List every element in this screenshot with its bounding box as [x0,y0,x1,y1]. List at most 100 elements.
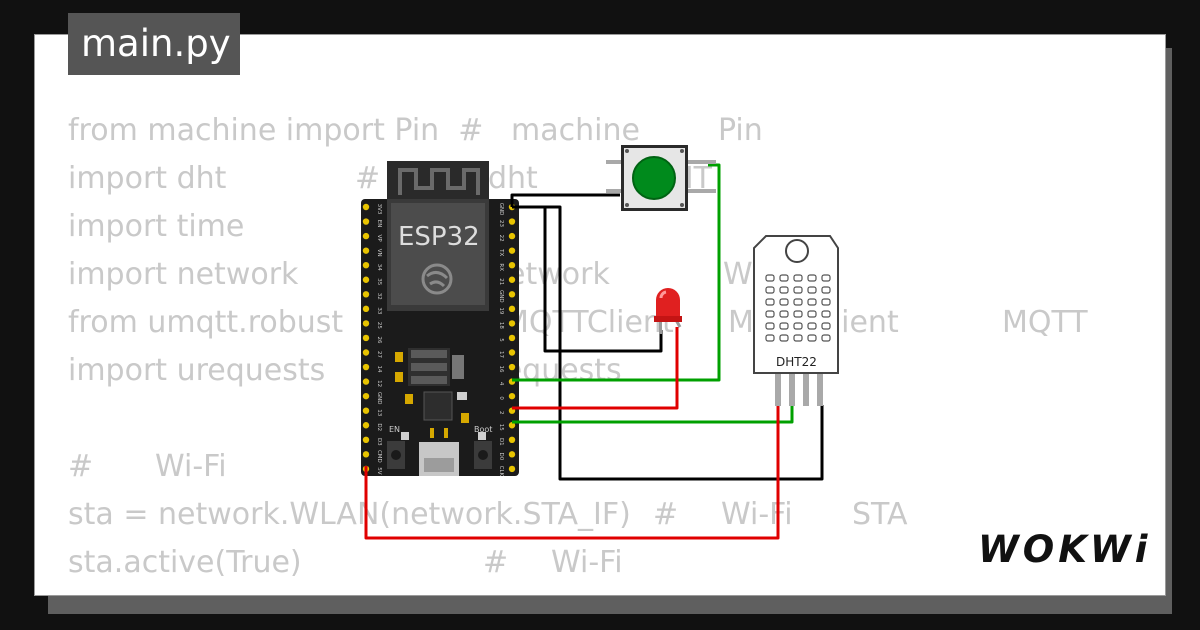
pin-21[interactable] [508,276,516,283]
code-token: "Wokwi-GUEST", "") [243,587,539,595]
en-label: EN [389,425,400,434]
wire-green-button [512,163,721,382]
vent-slot [793,274,803,282]
chip-label: ESP32 [398,222,480,252]
pin-14[interactable] [362,363,370,371]
code-token: import dht [68,161,227,196]
vent-slot [807,322,817,330]
pin-TX[interactable] [508,247,516,254]
red-led-icon[interactable] [654,288,682,334]
pin-label: 14 [376,366,382,373]
vent-slot [765,298,775,306]
vent-slot [807,286,817,294]
pin-23[interactable] [508,218,516,225]
pin-25[interactable] [362,320,370,327]
pin-label: CLK [498,466,504,477]
pin-label: VN [376,249,382,257]
wire-red-5v [364,405,780,540]
pin-VN[interactable] [362,247,370,254]
preview-card: from machine import Pin # machine Pin im… [34,34,1166,596]
vent-slot [793,322,803,330]
esp32-module [391,203,485,305]
code-token: STA [852,497,908,532]
pin-0[interactable] [508,392,516,400]
dht22-sensor-icon[interactable]: DHT22 [753,235,839,406]
vent-slot [779,310,789,318]
pin-label: 23 [498,220,504,227]
pin-label: TX [498,248,504,256]
pin-label: 25 [376,322,382,329]
pin-GND[interactable] [508,291,516,298]
pin-D0[interactable] [508,451,516,458]
pin-5[interactable] [508,334,516,342]
pin-label: 17 [498,351,504,358]
pin-15[interactable] [508,422,516,429]
pin-label: 16 [498,366,504,373]
vent-slot [793,310,803,318]
wokwi-logo[interactable]: WOKWi [978,528,1152,571]
code-token: # [483,545,509,580]
pin-3V3[interactable] [362,203,370,211]
pin-label: 21 [498,278,504,285]
pin-12[interactable] [362,378,370,385]
pin-VP[interactable] [362,232,370,240]
pin-D1[interactable] [508,436,516,443]
pin-label: 0 [498,396,504,400]
vent-slot [821,298,831,306]
pin-35[interactable] [362,276,370,283]
pin-label: D2 [376,423,382,431]
code-token: sta = network.WLAN(network.STA_IF) [68,497,631,532]
pin-label: 18 [498,322,504,329]
pin-27[interactable] [362,349,370,356]
pin-label: 5 [498,338,504,342]
code-token: Pin [718,113,763,148]
espressif-logo-icon [421,263,453,295]
code-token: Wi-Fi [721,497,793,532]
pin-34[interactable] [362,262,370,269]
pin-D2[interactable] [362,422,370,429]
right-pin-header [508,203,516,473]
code-line-9: sta = network.WLAN(network.STA_IF) # Wi-… [68,491,908,539]
pin-26[interactable] [362,334,370,342]
pin-label: 3V3 [376,204,382,215]
code-line-11: "Wokwi-GUEST", "") # Wi-Fi Wi-Fi SSID [68,587,1112,595]
wire-black-button [510,193,620,207]
pin-18[interactable] [508,320,516,327]
code-token: Wi-Fi [155,449,227,484]
code-line-10: sta.active(True) # Wi-Fi [68,539,623,587]
pin-label: RX [498,263,504,271]
code-line-1: from machine import Pin # machine Pin [68,107,763,155]
vent-slot [765,274,775,282]
pin-32[interactable] [362,291,370,298]
pin-CMD[interactable] [362,451,370,458]
pin-label: D3 [376,438,382,446]
pushbutton-icon[interactable] [606,145,716,211]
wire-red-led [512,327,679,410]
pin-label: 33 [376,307,382,314]
left-pin-labels: 3V3ENVPVN343532332526271412GND13D2D3CMD5… [376,204,382,475]
pin-13[interactable] [362,407,370,414]
pin-EN[interactable] [362,218,370,225]
pin-16[interactable] [508,363,516,371]
pin-label: 26 [376,336,382,343]
pin-33[interactable] [362,305,370,313]
pin-RX[interactable] [508,262,516,269]
vent-slot [765,322,775,330]
vent-slot [821,286,831,294]
esp32-antenna-icon [387,161,489,201]
pin-CLK[interactable] [508,465,516,473]
pin-label: 2 [498,411,504,415]
pin-label: 19 [498,307,504,314]
pin-GND[interactable] [362,392,370,400]
code-line-8: # Wi-Fi [68,443,227,491]
pin-17[interactable] [508,349,516,356]
pin-label: 4 [498,382,504,386]
pin-19[interactable] [508,305,516,313]
pin-D3[interactable] [362,436,370,443]
file-tab[interactable]: main.py [68,13,240,75]
code-token: import network [68,257,299,292]
vent-slot [807,274,817,282]
esp32-board[interactable]: ESP32 EN Boot [361,161,519,477]
pin-22[interactable] [508,232,516,240]
